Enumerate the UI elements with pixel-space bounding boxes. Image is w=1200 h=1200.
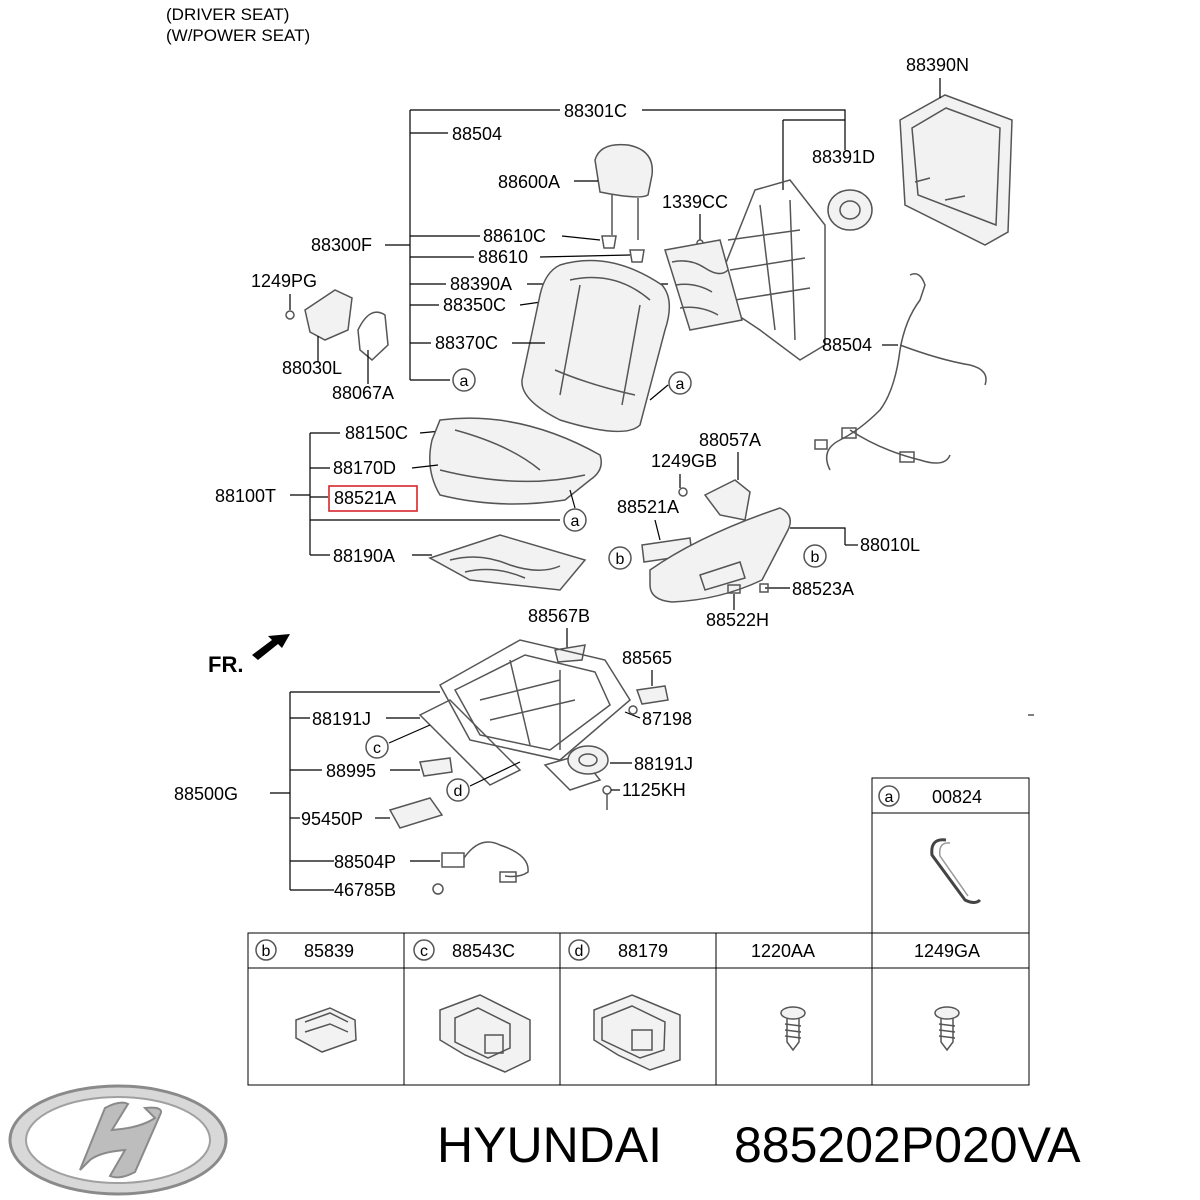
label-88190A: 88190A: [333, 546, 395, 566]
recliner-part: [827, 189, 873, 231]
label-1249PG: 1249PG: [251, 271, 317, 291]
label-46785B: 46785B: [334, 880, 396, 900]
label-1339CC: 1339CC: [662, 192, 728, 212]
label-88010L: 88010L: [860, 535, 920, 555]
highlight-box: [328, 485, 418, 512]
ref-a-back: a: [676, 376, 685, 393]
ref-b-left: b: [616, 551, 625, 568]
legend-letter-d: d: [575, 943, 584, 960]
hyundai-logo: [8, 1084, 228, 1196]
label-87198: 87198: [642, 709, 692, 729]
clip-88543C-icon: [439, 994, 531, 1073]
ref-d: d: [454, 783, 463, 800]
label-88100T: 88100T: [215, 486, 276, 506]
track-motor-part: [567, 745, 609, 775]
seatback-cushion-part: [521, 259, 671, 433]
label-95450P: 95450P: [301, 809, 363, 829]
label-88522H: 88522H: [706, 610, 769, 630]
label-88370C: 88370C: [435, 333, 498, 353]
seat-track-part: [418, 639, 631, 791]
legend-letter-b: b: [262, 943, 271, 960]
ref-a-cushion: a: [571, 513, 580, 530]
label-88523A: 88523A: [792, 579, 854, 599]
label-88500G: 88500G: [174, 784, 238, 804]
legend-a-letter: a: [885, 789, 894, 806]
label-88521A-highlighted: 88521A: [334, 488, 396, 508]
label-1249GB: 1249GB: [651, 451, 717, 471]
label-88191J-right: 88191J: [634, 754, 693, 774]
wiring-harness-part: [814, 273, 987, 471]
label-88610C: 88610C: [483, 226, 546, 246]
label-88170D: 88170D: [333, 458, 396, 478]
legend-a-part: 00824: [932, 787, 982, 807]
label-88390A: 88390A: [450, 274, 512, 294]
label-88504-harness: 88504: [822, 335, 872, 355]
label-88390N: 88390N: [906, 55, 969, 75]
legend-part-1249GA: 1249GA: [914, 941, 980, 961]
seatback-cover-part: [899, 94, 1013, 246]
label-88057A: 88057A: [699, 430, 761, 450]
recliner-cover-part: [304, 289, 389, 362]
label-88067A: 88067A: [332, 383, 394, 403]
label-88504P: 88504P: [334, 852, 396, 872]
legend-a-box: a 00824: [871, 777, 1030, 934]
seat-cushion-part: [429, 417, 602, 505]
screw-1220AA-icon: [780, 1006, 806, 1052]
label-1125KH: 1125KH: [622, 780, 686, 800]
label-88301C: 88301C: [564, 101, 627, 121]
legend-part-88543C: 88543C: [452, 941, 515, 961]
label-88567B: 88567B: [528, 606, 590, 626]
cushion-mat-part: [428, 534, 587, 591]
label-88600A: 88600A: [498, 172, 560, 192]
legend-table: b 85839 c 88543C d 88179 1220AA: [247, 932, 1030, 1086]
label-88191J-left: 88191J: [312, 709, 371, 729]
headrest-part: [594, 143, 654, 240]
ref-b-right: b: [811, 549, 820, 566]
screw-1249GA-icon: [934, 1006, 960, 1052]
legend-part-88179: 88179: [618, 941, 668, 961]
header-line-2: (W/POWER SEAT): [166, 26, 310, 45]
label-88995: 88995: [326, 761, 376, 781]
label-88350C: 88350C: [443, 295, 506, 315]
header-line-1: (DRIVER SEAT): [166, 5, 289, 24]
part-number: 885202P020VA: [734, 1117, 1081, 1173]
label-88565: 88565: [622, 648, 672, 668]
ref-c: c: [373, 740, 381, 757]
legend-letter-c: c: [420, 943, 428, 960]
legend-part-1220AA: 1220AA: [751, 941, 815, 961]
clip-85839-icon: [295, 1007, 357, 1053]
front-arrow-icon: [252, 634, 290, 660]
label-88610: 88610: [478, 247, 528, 267]
track-harness-part: [441, 841, 529, 883]
label-88504-top: 88504: [452, 124, 502, 144]
clip-00824-icon: [930, 838, 982, 904]
label-88521A: 88521A: [617, 497, 679, 517]
side-shield-upper-part: [703, 479, 751, 521]
clip-88179-icon: [593, 994, 681, 1071]
label-88300F: 88300F: [311, 235, 372, 255]
front-marker: FR.: [208, 652, 243, 677]
label-88150C: 88150C: [345, 423, 408, 443]
legend-part-85839: 85839: [304, 941, 354, 961]
brand-name: HYUNDAI: [437, 1117, 662, 1173]
side-shield-part: [649, 507, 791, 603]
label-88391D: 88391D: [812, 147, 875, 167]
ref-a-left: a: [460, 373, 469, 390]
lumbar-mat-part: [664, 239, 743, 331]
label-88030L: 88030L: [282, 358, 342, 378]
